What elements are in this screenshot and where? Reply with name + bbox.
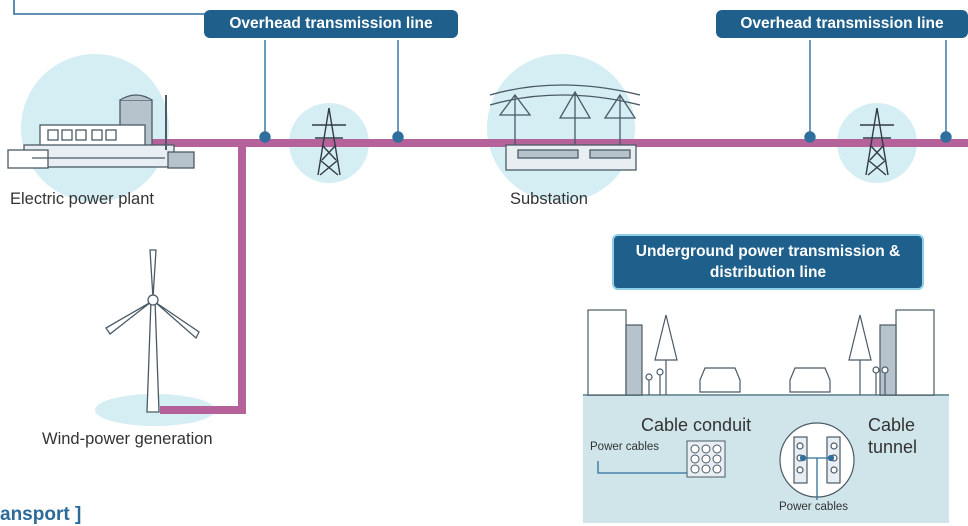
underground-line-tag: Underground power transmission & distrib… xyxy=(612,234,924,290)
transmission-tower-left xyxy=(312,107,346,176)
conduit-cable-pointer xyxy=(597,461,687,474)
street-scene xyxy=(587,309,935,396)
cable-tunnel-label-line1: Cable xyxy=(868,415,916,435)
cable-tunnel-label-line2: tunnel xyxy=(868,437,918,457)
cable-conduit-label: Cable conduit xyxy=(641,415,752,435)
power-plant-icon xyxy=(7,94,195,169)
wind-power-label: Wind-power generation xyxy=(42,430,213,448)
substation-icon xyxy=(489,84,641,171)
top-left-connector xyxy=(13,0,205,15)
conduit-power-cables-label: Power cables xyxy=(590,441,660,453)
overhead-transmission-line-tag-left: Overhead transmission line xyxy=(204,10,458,38)
substation-label: Substation xyxy=(510,190,588,208)
substation-circle xyxy=(487,54,635,202)
overhead-transmission-line-tag-right: Overhead transmission line xyxy=(716,10,968,38)
main-power-line xyxy=(60,139,968,414)
underground-area xyxy=(583,395,949,523)
tunnel-cable-pointer xyxy=(799,454,835,500)
tag-connectors xyxy=(259,40,952,143)
section-heading-fragment: ansport ] xyxy=(0,504,82,525)
transmission-tower-right xyxy=(860,107,894,176)
wind-turbine-icon xyxy=(105,249,200,413)
cable-conduit-icon xyxy=(686,440,726,478)
tunnel-power-cables-label: Power cables xyxy=(779,501,849,513)
power-plant-label: Electric power plant xyxy=(10,190,154,208)
